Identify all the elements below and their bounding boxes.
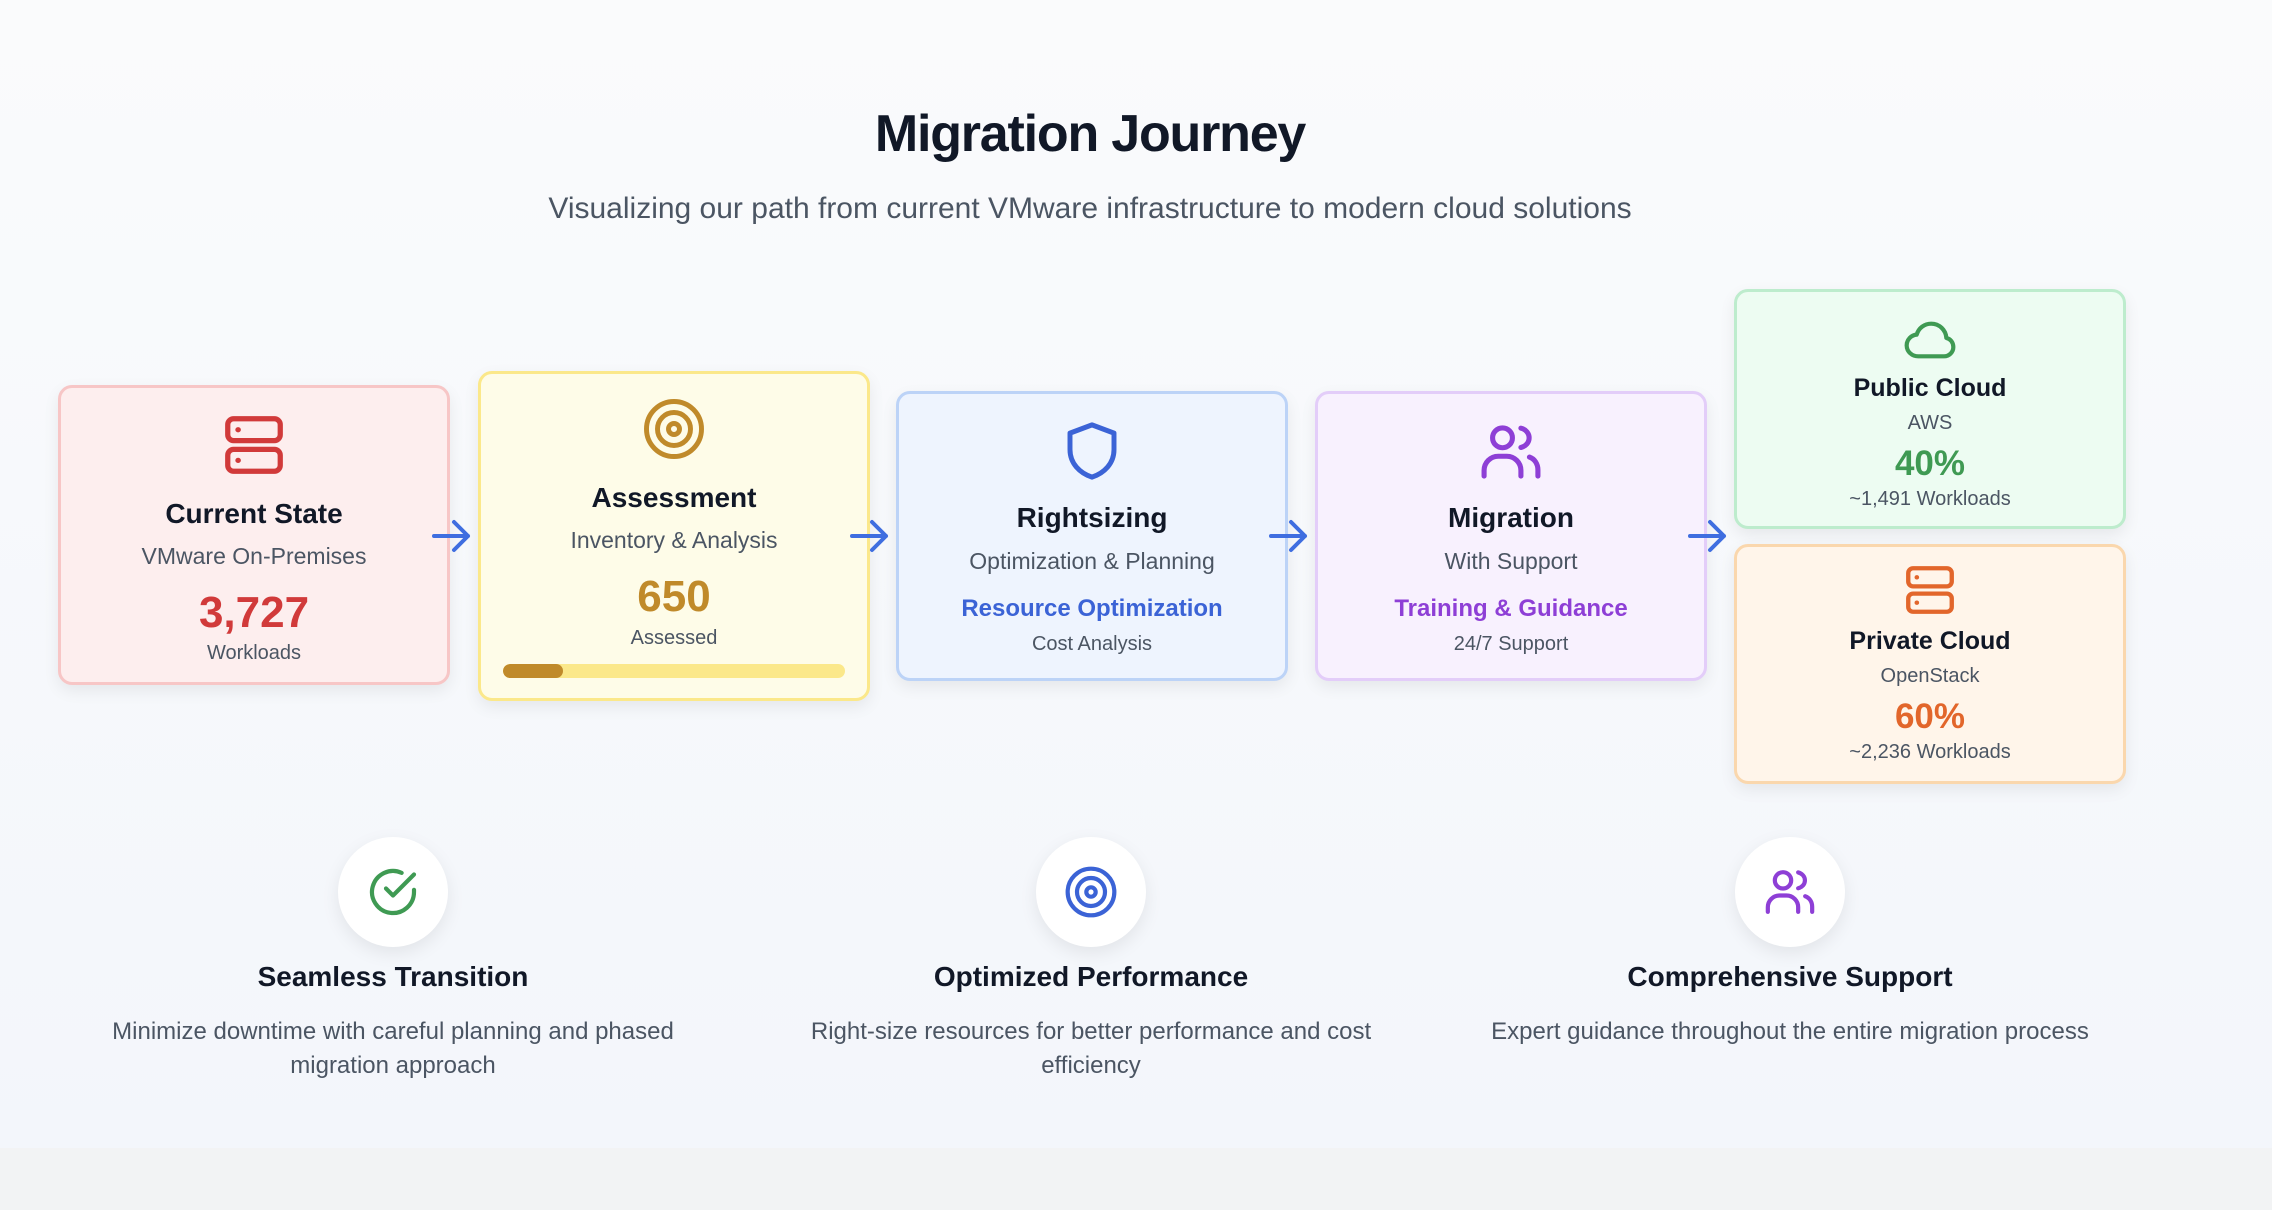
users-icon: [1318, 418, 1704, 486]
stage-subtitle: Inventory & Analysis: [570, 527, 778, 553]
feature-icon-circle: [1036, 837, 1146, 947]
stage-title: Current State: [165, 498, 343, 529]
stage-title: Migration: [1448, 502, 1574, 533]
arrow-right-icon: [1688, 520, 1726, 552]
server-icon: [1737, 561, 2123, 619]
stage-subtitle: With Support: [1444, 548, 1578, 574]
stage-title: Private Cloud: [1849, 627, 2011, 655]
stage-card-rightsizing: Rightsizing Optimization & Planning Reso…: [896, 391, 1288, 681]
page-background: Migration Journey Visualizing our path f…: [0, 0, 2272, 1148]
stage-label: Workloads: [206, 642, 302, 664]
destination-card-public-cloud: Public Cloud AWS 40% ~1,491 Workloads: [1734, 289, 2126, 529]
feature-comprehensive-support: Comprehensive Support Expert guidance th…: [1470, 837, 2110, 1087]
check-circle-icon: [369, 868, 417, 916]
feature-title: Comprehensive Support: [1627, 961, 1953, 992]
stage-label: ~1,491 Workloads: [1849, 488, 2011, 510]
feature-title: Optimized Performance: [933, 961, 1249, 992]
stage-subtitle: AWS: [1907, 412, 1953, 434]
users-icon: [1765, 870, 1815, 914]
stage-label: Cost Analysis: [1031, 633, 1153, 655]
stage-card-migration: Migration With Support Training & Guidan…: [1315, 391, 1707, 681]
arrow-right-icon: [1269, 520, 1307, 552]
stage-title: Public Cloud: [1853, 374, 2007, 402]
feature-description: Minimize downtime with careful planning …: [112, 1018, 674, 1079]
stage-card-assessment: Assessment Inventory & Analysis 650 Asse…: [478, 371, 870, 701]
feature-icon-circle: [1735, 837, 1845, 947]
stage-subtitle: OpenStack: [1880, 665, 1980, 687]
stage-highlight: Training & Guidance: [1394, 595, 1628, 622]
target-icon: [481, 396, 867, 462]
stage-highlight: Resource Optimization: [961, 595, 1223, 622]
server-icon: [61, 410, 447, 480]
feature-seamless-transition: Seamless Transition Minimize downtime wi…: [73, 837, 713, 1087]
stage-label: 24/7 Support: [1453, 633, 1569, 655]
stage-subtitle: VMware On-Premises: [141, 543, 367, 569]
stage-title: Rightsizing: [1016, 502, 1168, 533]
stage-value: 60%: [1894, 697, 1966, 736]
feature-title: Seamless Transition: [257, 961, 529, 992]
assessment-progress-fill: [503, 664, 563, 678]
stage-value: 3,727: [198, 588, 310, 637]
target-icon: [1065, 866, 1117, 918]
stage-value: 650: [637, 572, 711, 621]
page-subtitle: Visualizing our path from current VMware…: [548, 192, 1632, 225]
destination-card-private-cloud: Private Cloud OpenStack 60% ~2,236 Workl…: [1734, 544, 2126, 784]
arrow-right-icon: [850, 520, 888, 552]
feature-optimized-performance: Optimized Performance Right-size resourc…: [771, 837, 1411, 1087]
feature-description: Expert guidance throughout the entire mi…: [1491, 1018, 2089, 1045]
stage-label: ~2,236 Workloads: [1849, 741, 2011, 763]
shield-icon: [899, 418, 1285, 484]
stage-label: Assessed: [630, 627, 718, 649]
arrow-right-icon: [432, 520, 470, 552]
stage-value: 40%: [1894, 444, 1966, 483]
feature-description: Right-size resources for better performa…: [810, 1018, 1372, 1079]
stage-card-current-state: Current State VMware On-Premises 3,727 W…: [58, 385, 450, 685]
stage-title: Assessment: [591, 482, 757, 513]
footer-strip: [0, 1148, 2272, 1210]
assessment-progress-bar: [503, 664, 845, 678]
stage-subtitle: Optimization & Planning: [969, 548, 1215, 574]
cloud-icon: [1737, 312, 2123, 368]
page-title: Migration Journey: [874, 105, 1307, 163]
feature-icon-circle: [338, 837, 448, 947]
